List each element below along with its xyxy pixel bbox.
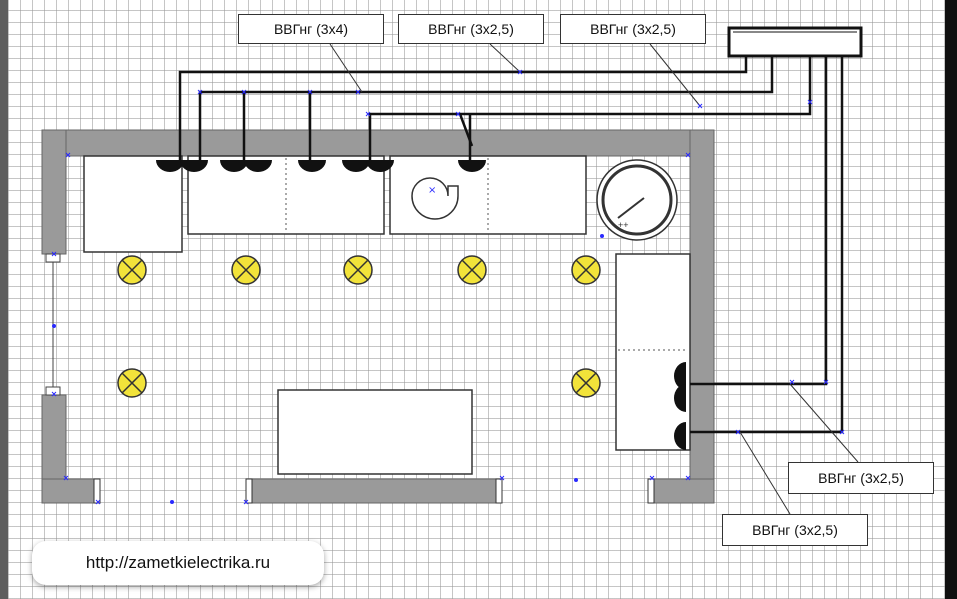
right-counter: [615, 253, 691, 451]
wall-bottom-left: [41, 478, 95, 504]
fridge: [83, 155, 183, 253]
cable-label-top-right: ВВГнг (3х2,5): [560, 14, 706, 44]
fan-symbol: [411, 177, 459, 220]
sockets-right: [674, 362, 686, 450]
cable-3x4: [178, 56, 748, 160]
cable-label-3x4: ВВГнг (3х4): [238, 14, 384, 44]
wall-left-upper: [41, 129, 67, 255]
website-badge: http://zametkielectrika.ru: [32, 541, 324, 585]
leader-lines: [329, 43, 859, 515]
lamp-6: [117, 368, 147, 398]
lamp-2: [231, 255, 261, 285]
lamp-7: [571, 368, 601, 398]
water-heater: ++: [596, 159, 678, 241]
wall-right: [689, 129, 715, 504]
cable-c: [690, 56, 828, 386]
lamp-3: [343, 255, 373, 285]
lamp-5: [571, 255, 601, 285]
wall-bottom-right: [651, 478, 715, 504]
cables: [178, 56, 844, 434]
frame-left-edge: [0, 0, 8, 599]
svg-text:×: ×: [428, 185, 436, 196]
distribution-box: [727, 26, 863, 58]
cable-b: [368, 56, 812, 160]
ceiling-lamps: [117, 255, 601, 398]
dining-table: [277, 389, 473, 475]
center-dots: [52, 234, 604, 504]
svg-text:++: ++: [618, 220, 629, 230]
sockets-top: [156, 160, 486, 172]
frame-right-edge: [945, 0, 957, 599]
lamp-1: [117, 255, 147, 285]
walls: [41, 129, 715, 504]
junction-markers: [51, 69, 845, 505]
cable-label-right-upper: ВВГнг (3х2,5): [788, 462, 934, 494]
cable-label-right-lower: ВВГнг (3х2,5): [722, 514, 868, 546]
cable-a: [198, 56, 774, 160]
wall-top: [41, 129, 715, 157]
cable-label-top-middle: ВВГнг (3х2,5): [398, 14, 544, 44]
wall-bottom-middle: [249, 478, 501, 504]
lamp-4: [457, 255, 487, 285]
